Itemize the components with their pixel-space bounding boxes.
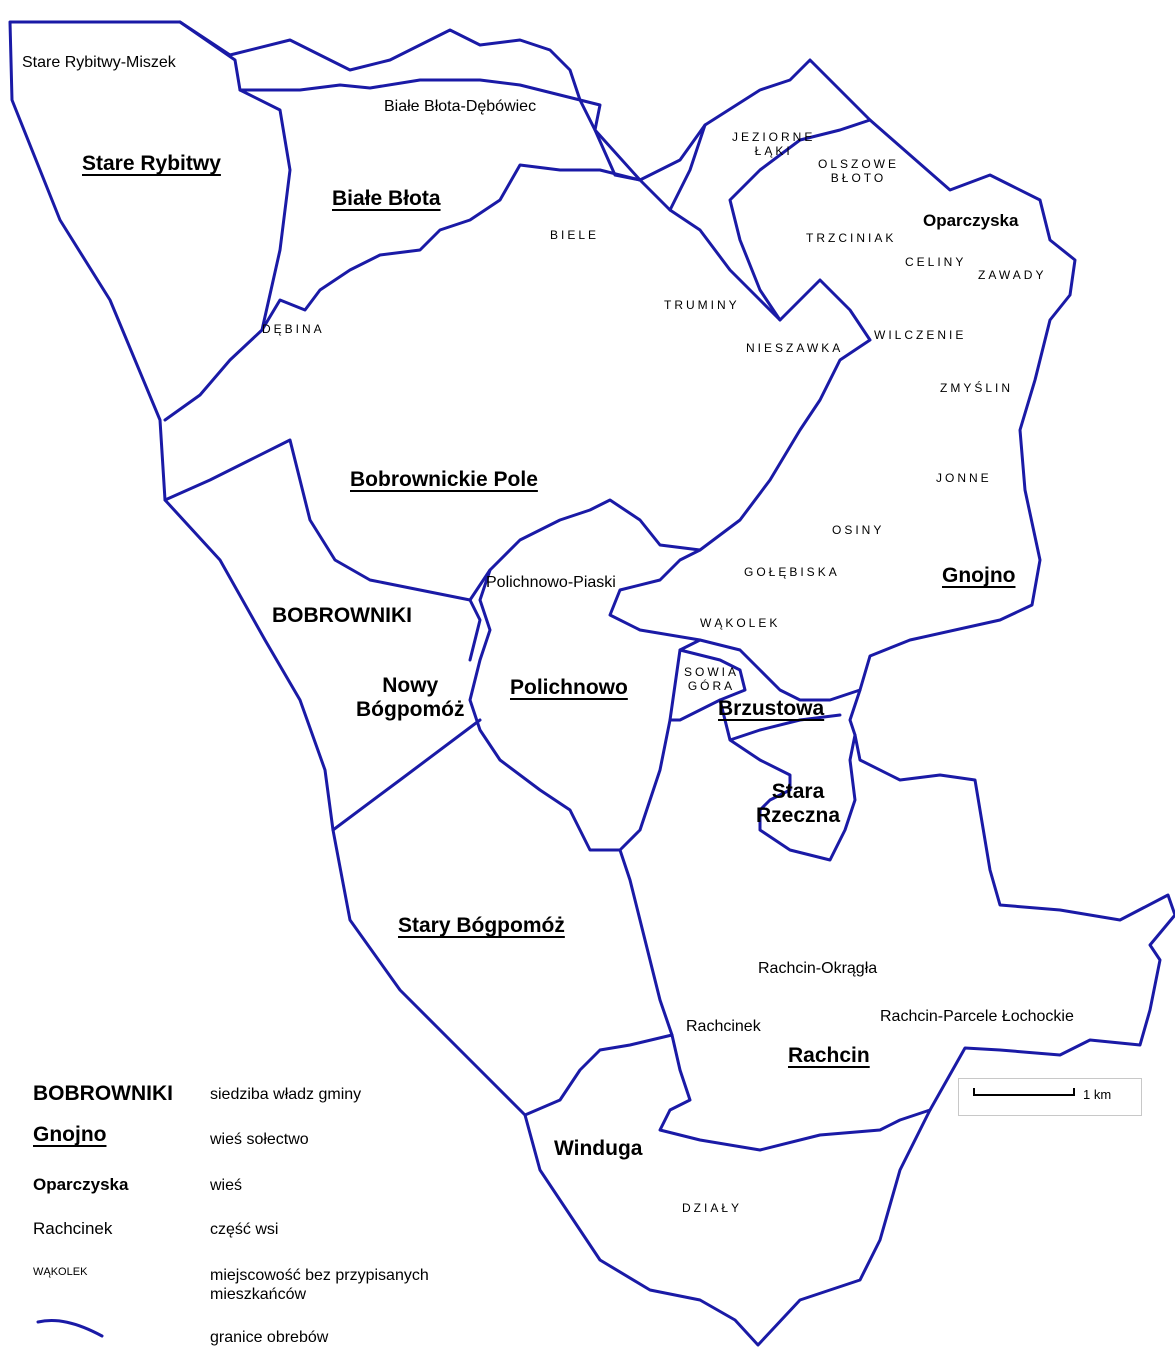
label-dzialy: DZIAŁY <box>682 1201 743 1215</box>
boundary-biale-blota <box>238 78 642 332</box>
label-rachcin-parcele: Rachcin-Parcele Łochockie <box>880 1008 1074 1025</box>
label-jeziorne-laki: JEZIORNE ŁĄKI <box>732 130 816 159</box>
label-stare-rybitwy-miszek: Stare Rybitwy-Miszek <box>22 54 176 71</box>
legend-locality-desc-line1: miejscowość bez przypisanych <box>210 1267 429 1284</box>
label-zawady: ZAWADY <box>978 268 1047 282</box>
legend-locality-desc-line2: mieszkańców <box>210 1286 307 1304</box>
label-biele: BIELE <box>550 228 600 242</box>
boundaries <box>8 20 1175 1347</box>
label-stary-bogpomoz: Stary Bógpomóż <box>398 914 565 937</box>
label-sowia-gora-line2: GÓRA <box>687 678 736 693</box>
label-nowy-bogpomoz: Nowy Bógpomóż <box>356 674 464 722</box>
label-osiny: OSINY <box>832 523 885 537</box>
scale-bar: 1 km <box>958 1078 1142 1116</box>
label-bobrownickie-pole: Bobrownickie Pole <box>350 468 538 491</box>
boundary-sowia-gora <box>668 638 862 722</box>
legend-seat-sample: BOBROWNIKI <box>33 1082 173 1105</box>
boundary-stary-bogpomoz <box>523 848 674 1117</box>
label-nieszawka: NIESZAWKA <box>746 341 844 355</box>
label-stare-rybitwy: Stare Rybitwy <box>82 152 221 175</box>
label-stara-rzeczna-line1: Stara <box>771 780 825 803</box>
legend-boundary-desc: granice obrebów <box>210 1329 329 1346</box>
label-rachcin-okragla: Rachcin-Okrągła <box>758 960 878 977</box>
label-debina: DĘBINA <box>262 322 325 336</box>
label-wilczenie: WILCZENIE <box>874 328 967 342</box>
legend-seat-desc: siedziba władz gminy <box>210 1086 362 1103</box>
scale-bar-graphic <box>973 1088 1075 1096</box>
legend-part-desc: część wsi <box>210 1221 279 1238</box>
boundary-bobrownickie-pole <box>163 178 872 602</box>
boundary-rachcin <box>658 1033 932 1152</box>
label-wakolek: WĄKOLEK <box>700 616 781 630</box>
legend-soltys-desc: wieś sołectwo <box>210 1131 309 1148</box>
boundary-stare-rybitwy <box>163 20 292 422</box>
label-polichnowo-piaski: Polichnowo-Piaski <box>486 574 616 591</box>
boundary-brzustowa <box>718 698 857 862</box>
label-stara-rzeczna-line2: Rzeczna <box>756 804 841 828</box>
label-sowia-gora-line1: SOWIA <box>684 665 740 679</box>
label-stara-rzeczna: Stara Rzeczna <box>756 780 840 828</box>
boundary-polichnowo <box>468 548 702 852</box>
label-rachcinek: Rachcinek <box>686 1018 761 1035</box>
label-gnojno: Gnojno <box>942 564 1016 587</box>
label-jonne: JONNE <box>936 471 992 485</box>
label-nowy-bogpomoz-line1: Nowy <box>382 674 439 697</box>
label-jeziorne-laki-line2: ŁĄKI <box>754 143 793 158</box>
label-truminy: TRUMINY <box>664 298 740 312</box>
label-trzciniak: TRZCINIAK <box>806 231 897 245</box>
legend-locality-sample: WĄKOLEK <box>33 1266 88 1278</box>
label-olszowe-bloto-line2: BŁOTO <box>830 170 887 185</box>
label-jeziorne-laki-line1: JEZIORNE <box>732 130 816 144</box>
label-sowia-gora: SOWIA GÓRA <box>684 665 740 694</box>
label-polichnowo: Polichnowo <box>510 676 628 699</box>
label-olszowe-bloto-line1: OLSZOWE <box>818 157 900 171</box>
label-biale-blota: Białe Błota <box>332 187 441 210</box>
boundary-nowy-bogpomoz <box>331 598 482 832</box>
label-oparczyska: Oparczyska <box>923 211 1019 230</box>
label-olszowe-bloto: OLSZOWE BŁOTO <box>818 157 900 186</box>
legend-village-desc: wieś <box>210 1177 243 1194</box>
label-nowy-bogpomoz-line2: Bógpomóż <box>356 698 465 722</box>
label-bobrowniki: BOBROWNIKI <box>272 604 412 627</box>
label-rachcin: Rachcin <box>788 1044 870 1067</box>
legend-soltys-sample: Gnojno <box>33 1123 107 1146</box>
label-celiny: CELINY <box>905 255 967 269</box>
legend-locality-desc: miejscowość bez przypisanych mieszkańców <box>210 1266 429 1304</box>
label-golebiska: GOŁĘBISKA <box>744 565 840 579</box>
legend-village-sample: Oparczyska <box>33 1175 129 1194</box>
legend-boundary-line <box>36 1319 104 1338</box>
label-winduga: Winduga <box>554 1137 643 1160</box>
boundary-oparczyska <box>668 118 872 322</box>
label-biale-blota-debowiec: Białe Błota-Dębówiec <box>384 98 537 115</box>
legend-part-sample: Rachcinek <box>33 1219 113 1238</box>
label-zmyslin: ZMYŚLIN <box>940 381 1014 395</box>
label-brzustowa: Brzustowa <box>718 697 825 720</box>
scale-label: 1 km <box>1083 1087 1112 1102</box>
